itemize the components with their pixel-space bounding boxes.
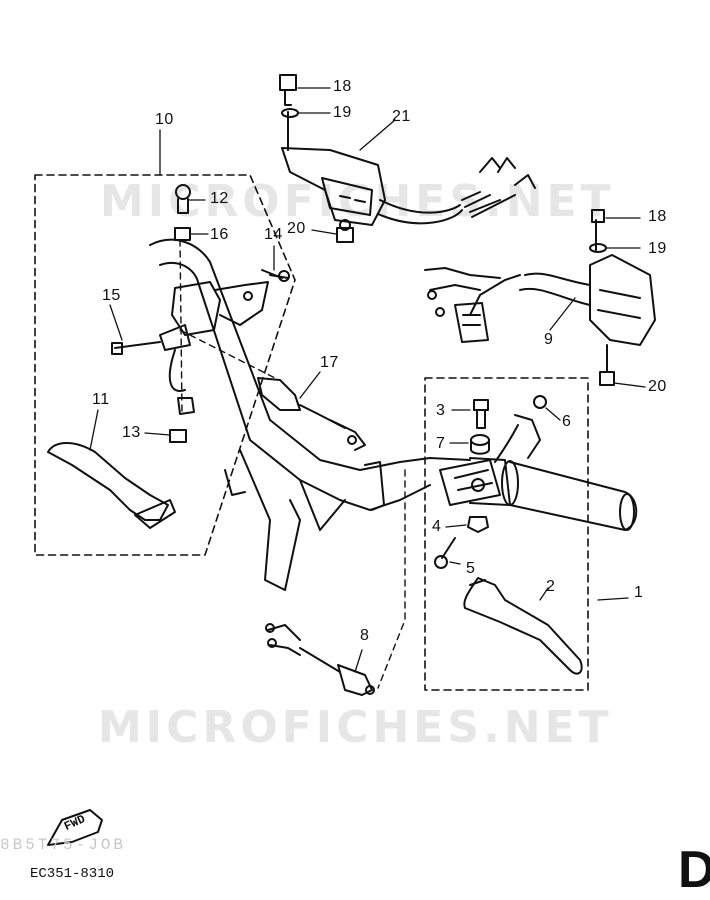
clutch-lever-11 xyxy=(47,442,176,529)
right-handlebar-switch-9 xyxy=(424,219,656,346)
callout-9: 9 xyxy=(544,331,554,348)
collar-7 xyxy=(470,434,490,455)
nut-4 xyxy=(467,516,489,533)
callout-20-left: 20 xyxy=(287,220,306,237)
callout-4: 4 xyxy=(432,518,442,535)
nut-20a xyxy=(336,227,354,243)
callout-2: 2 xyxy=(546,578,556,595)
callout-15: 15 xyxy=(102,287,121,304)
watermark-bottom: MICROFICHES.NET xyxy=(98,702,613,753)
callout-18-top: 18 xyxy=(333,78,352,95)
bolt-15 xyxy=(111,341,161,355)
bolt-6 xyxy=(533,395,547,409)
callout-5: 5 xyxy=(466,560,476,577)
faded-code: 8B5T75-JOB xyxy=(0,836,127,854)
nut-13 xyxy=(169,429,187,443)
callout-12: 12 xyxy=(210,190,229,207)
callout-1: 1 xyxy=(634,584,644,601)
dashed-link-17 xyxy=(179,329,276,379)
fwd-arrow-icon xyxy=(47,809,103,846)
washer-19b xyxy=(589,243,607,253)
leader-lines xyxy=(89,87,646,673)
bolt-5 xyxy=(434,537,456,569)
callout-20-right: 20 xyxy=(648,378,667,395)
group-box-1 xyxy=(424,377,589,691)
callout-21: 21 xyxy=(392,108,411,125)
brake-lever xyxy=(463,577,583,675)
callout-3: 3 xyxy=(436,402,446,419)
collar-16 xyxy=(174,227,191,241)
figure-code: EC351-8310 xyxy=(30,866,115,882)
callout-10: 10 xyxy=(155,111,174,128)
callout-8: 8 xyxy=(360,627,370,644)
screw-12 xyxy=(175,184,191,214)
callout-11: 11 xyxy=(92,391,110,408)
callout-14: 14 xyxy=(264,226,283,243)
page-mark: D xyxy=(678,841,710,899)
group-box-10 xyxy=(34,174,296,556)
handlebar xyxy=(149,238,471,591)
left-handlebar-switch-21 xyxy=(281,111,536,231)
right-lever-bracket xyxy=(439,414,541,506)
brake-switch-8 xyxy=(265,623,375,696)
bolt-14 xyxy=(269,270,290,282)
dashed-link-8 xyxy=(377,469,406,689)
pivot-block xyxy=(177,397,195,415)
clutch-switch-17 xyxy=(257,377,366,451)
nut-20b xyxy=(599,344,615,386)
callout-16: 16 xyxy=(210,226,229,243)
dashed-link-16 xyxy=(179,239,183,413)
screw-3 xyxy=(473,399,489,429)
lever-holder-10 xyxy=(159,269,283,351)
callout-7: 7 xyxy=(436,435,446,452)
screw-18a xyxy=(279,74,297,106)
washer-19a xyxy=(281,108,299,118)
callout-18-right: 18 xyxy=(648,208,667,225)
callout-6: 6 xyxy=(562,413,572,430)
callout-17: 17 xyxy=(320,354,339,371)
callout-13: 13 xyxy=(122,424,141,441)
right-grip xyxy=(469,457,638,531)
callout-19-top: 19 xyxy=(333,104,352,121)
callout-19-right: 19 xyxy=(648,240,667,257)
screw-18b xyxy=(591,209,605,223)
